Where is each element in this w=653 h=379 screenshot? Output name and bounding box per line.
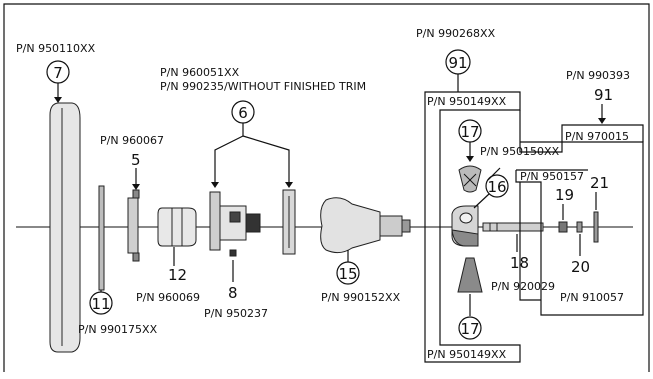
- part-17-top-knob: [458, 165, 482, 193]
- label-pn-960069: P/N 960069: [136, 291, 200, 304]
- leader-16: [473, 193, 490, 209]
- part-18-stem: [482, 222, 544, 232]
- part-19-nut: [558, 221, 568, 233]
- part-16-lever-body: [451, 205, 479, 247]
- callout-circle-11: [89, 291, 113, 315]
- label-pn-960067: P/N 960067: [100, 134, 164, 147]
- part-12-cylinder: [157, 207, 197, 247]
- label-pn-950157: P/N 950157: [520, 170, 584, 183]
- leader-6-right: [242, 135, 290, 186]
- callout-number-19-label: 19: [555, 186, 574, 204]
- callout-number-17-bottom: 17: [460, 320, 479, 338]
- callout-number-8: 8: [228, 284, 238, 302]
- label-pn-990393: P/N 990393: [566, 69, 630, 82]
- callout-number-15: 15: [338, 265, 357, 283]
- callout-circle-15: [336, 261, 360, 285]
- callout-number-7: 7: [53, 64, 63, 82]
- arrowhead-91b: [598, 118, 606, 124]
- label-pn-950110xx: P/N 950110XX: [16, 42, 96, 55]
- callout-number-11: 11: [91, 295, 110, 313]
- callout-number-17-top: 17: [460, 123, 479, 141]
- arrowhead-6-right: [285, 182, 293, 188]
- leader-6-left: [214, 135, 244, 186]
- arrowhead-5: [132, 184, 140, 190]
- callout-number-91a: 91: [448, 54, 467, 72]
- callout-number-91b: 91: [594, 86, 613, 104]
- callout-number-21: 21: [590, 174, 609, 192]
- callout-number-20: 20: [571, 258, 590, 276]
- label-pn-950149xx-top: P/N 950149XX: [427, 95, 507, 108]
- part-8-screw: [229, 249, 237, 257]
- callout-circle-16: [485, 174, 509, 198]
- label-pn-970015: P/N 970015: [565, 130, 629, 143]
- callout-circle-17-bottom: [458, 316, 482, 340]
- arrowhead-6-left: [211, 182, 219, 188]
- box-950150xx: [519, 110, 563, 153]
- part-6-trim-body: [209, 189, 296, 255]
- part-15-handle: [320, 197, 411, 254]
- label-pn-950150xx: P/N 950150XX: [480, 145, 560, 158]
- part-7-cover-plate: [49, 102, 81, 353]
- frame-border: [3, 3, 650, 372]
- box-970015: [561, 124, 644, 142]
- arrowhead-7: [54, 97, 62, 103]
- part-21-pin: [593, 211, 599, 243]
- label-pn-950237: P/N 950237: [204, 307, 268, 320]
- callout-number-5: 5: [131, 151, 141, 169]
- arrowhead-17-top: [466, 156, 474, 162]
- callout-number-6: 6: [238, 104, 248, 122]
- part-20-washer: [576, 221, 583, 233]
- kit-91-bracket: [424, 91, 521, 363]
- label-pn-950149xx-bottom: P/N 950149XX: [427, 348, 507, 361]
- callout-number-12: 12: [168, 266, 187, 284]
- label-pn-990152xx: P/N 990152XX: [321, 291, 401, 304]
- label-pn-910057: P/N 910057: [560, 291, 624, 304]
- callout-number-16: 16: [487, 178, 506, 196]
- box-920029: [519, 182, 541, 301]
- part-17-bottom-cone: [457, 257, 483, 293]
- leader-16-to-950150: [487, 167, 501, 181]
- label-pn-990235: P/N 990235/WITHOUT FINISHED TRIM: [160, 80, 366, 93]
- label-pn-990175xx: P/N 990175XX: [78, 323, 158, 336]
- part-5-bracket: [127, 189, 140, 262]
- part-11-gasket: [98, 185, 105, 291]
- label-pn-920029: P/N 920029: [491, 280, 555, 293]
- label-pn-990268xx: P/N 990268XX: [416, 27, 496, 40]
- label-pn-960051xx: P/N 960051XX: [160, 66, 240, 79]
